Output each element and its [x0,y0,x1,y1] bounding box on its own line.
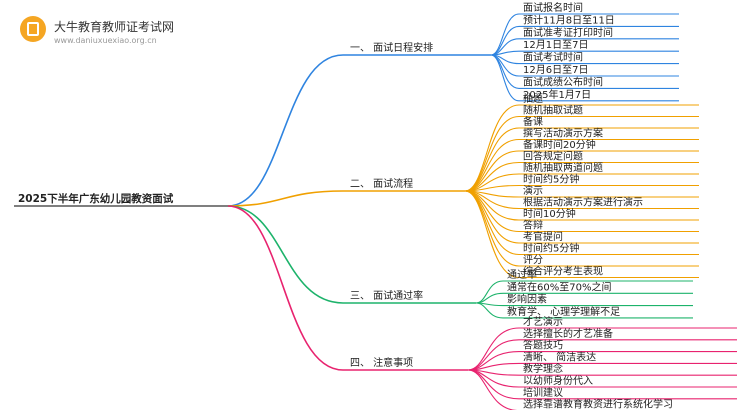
leaf-label: 选择擅长的才艺准备 [523,327,613,340]
brand-url: www.daniuxuexiao.org.cn [54,36,157,45]
leaf-label: 选择靠谱教育教资进行系统化学习 [523,398,673,410]
leaf-label: 教育学、 心理学理解不足 [507,305,620,318]
leaf-connector [464,190,520,279]
leaf-label: 才艺演示 [523,315,563,328]
leaf-connector [464,150,520,192]
leaf-label: 备课 [523,115,543,128]
leaf-label: 通过率 [507,268,537,281]
leaf-label: 随机抽取试题 [523,104,583,117]
branch-label: 二、 面试流程 [350,177,413,190]
leaf-connector [467,369,520,400]
leaf-connector [467,369,519,410]
brand-header: 大牛教育教师证考试网 www.daniuxuexiao.org.cn [14,10,214,50]
leaf-label: 面试考试时间 [523,51,583,64]
leaf-connector [490,54,520,102]
leaf-connector [490,13,520,56]
leaf-label: 面试成绩公布时间 [523,75,603,88]
leaf-label: 2025年1月7日 [523,88,591,101]
leaf-label: 12月1日至7日 [523,39,588,51]
leaf-label: 演示 [523,184,543,197]
leaf-label: 评分 [523,254,543,266]
leaf-label: 以幼师身份代入 [523,374,593,387]
leaf-label: 影响因素 [507,293,547,306]
leaf-label: 答辩 [523,219,543,232]
leaf-label: 备课时间20分钟 [523,138,596,151]
leaf-connector [475,280,504,304]
root-node-label: 2025下半年广东幼儿园教资面试 [18,192,174,205]
leaf-label: 答题技巧 [523,339,563,352]
branch-connector [227,205,344,304]
leaf-label: 时间约5分钟 [523,242,579,255]
branch-connector [227,54,344,207]
leaf-label: 教学理念 [523,362,563,375]
leaf-label: 随机抽取两道问题 [523,161,603,174]
branch-label: 一、 面试日程安排 [350,41,433,54]
leaf-label: 12月6日至7日 [523,64,588,76]
leaf-label: 撰写活动演示方案 [523,127,603,140]
leaf-label: 预计11月8日至11日 [523,13,615,26]
brand-name: 大牛教育教师证考试网 [54,20,175,34]
book-logo-icon [20,16,46,42]
leaf-connector [475,302,504,319]
leaf-connector [490,54,520,77]
branch-connector [227,205,344,371]
leaf-label: 抽题 [523,92,543,105]
leaf-label: 培训建议 [523,386,563,399]
leaf-label: 考官提问 [523,230,563,243]
leaf-label: 面试报名时间 [523,1,583,14]
leaf-label: 清晰、 简洁表达 [523,350,596,363]
leaf-label: 时间约5分钟 [523,173,579,186]
leaf-label: 根据活动演示方案进行演示 [523,196,643,209]
leaf-label: 时间10分钟 [523,207,576,220]
leaf-label: 回答规定问题 [523,150,583,163]
leaf-label: 通常在60%至70%之间 [507,280,611,293]
leaf-label: 面试准考证打印时间 [523,26,613,39]
branch-connector [227,190,344,207]
branch-label: 四、 注意事项 [350,356,413,369]
branch-label: 三、 面试通过率 [350,289,423,302]
leaf-label: 综合评分考生表现 [523,265,603,278]
